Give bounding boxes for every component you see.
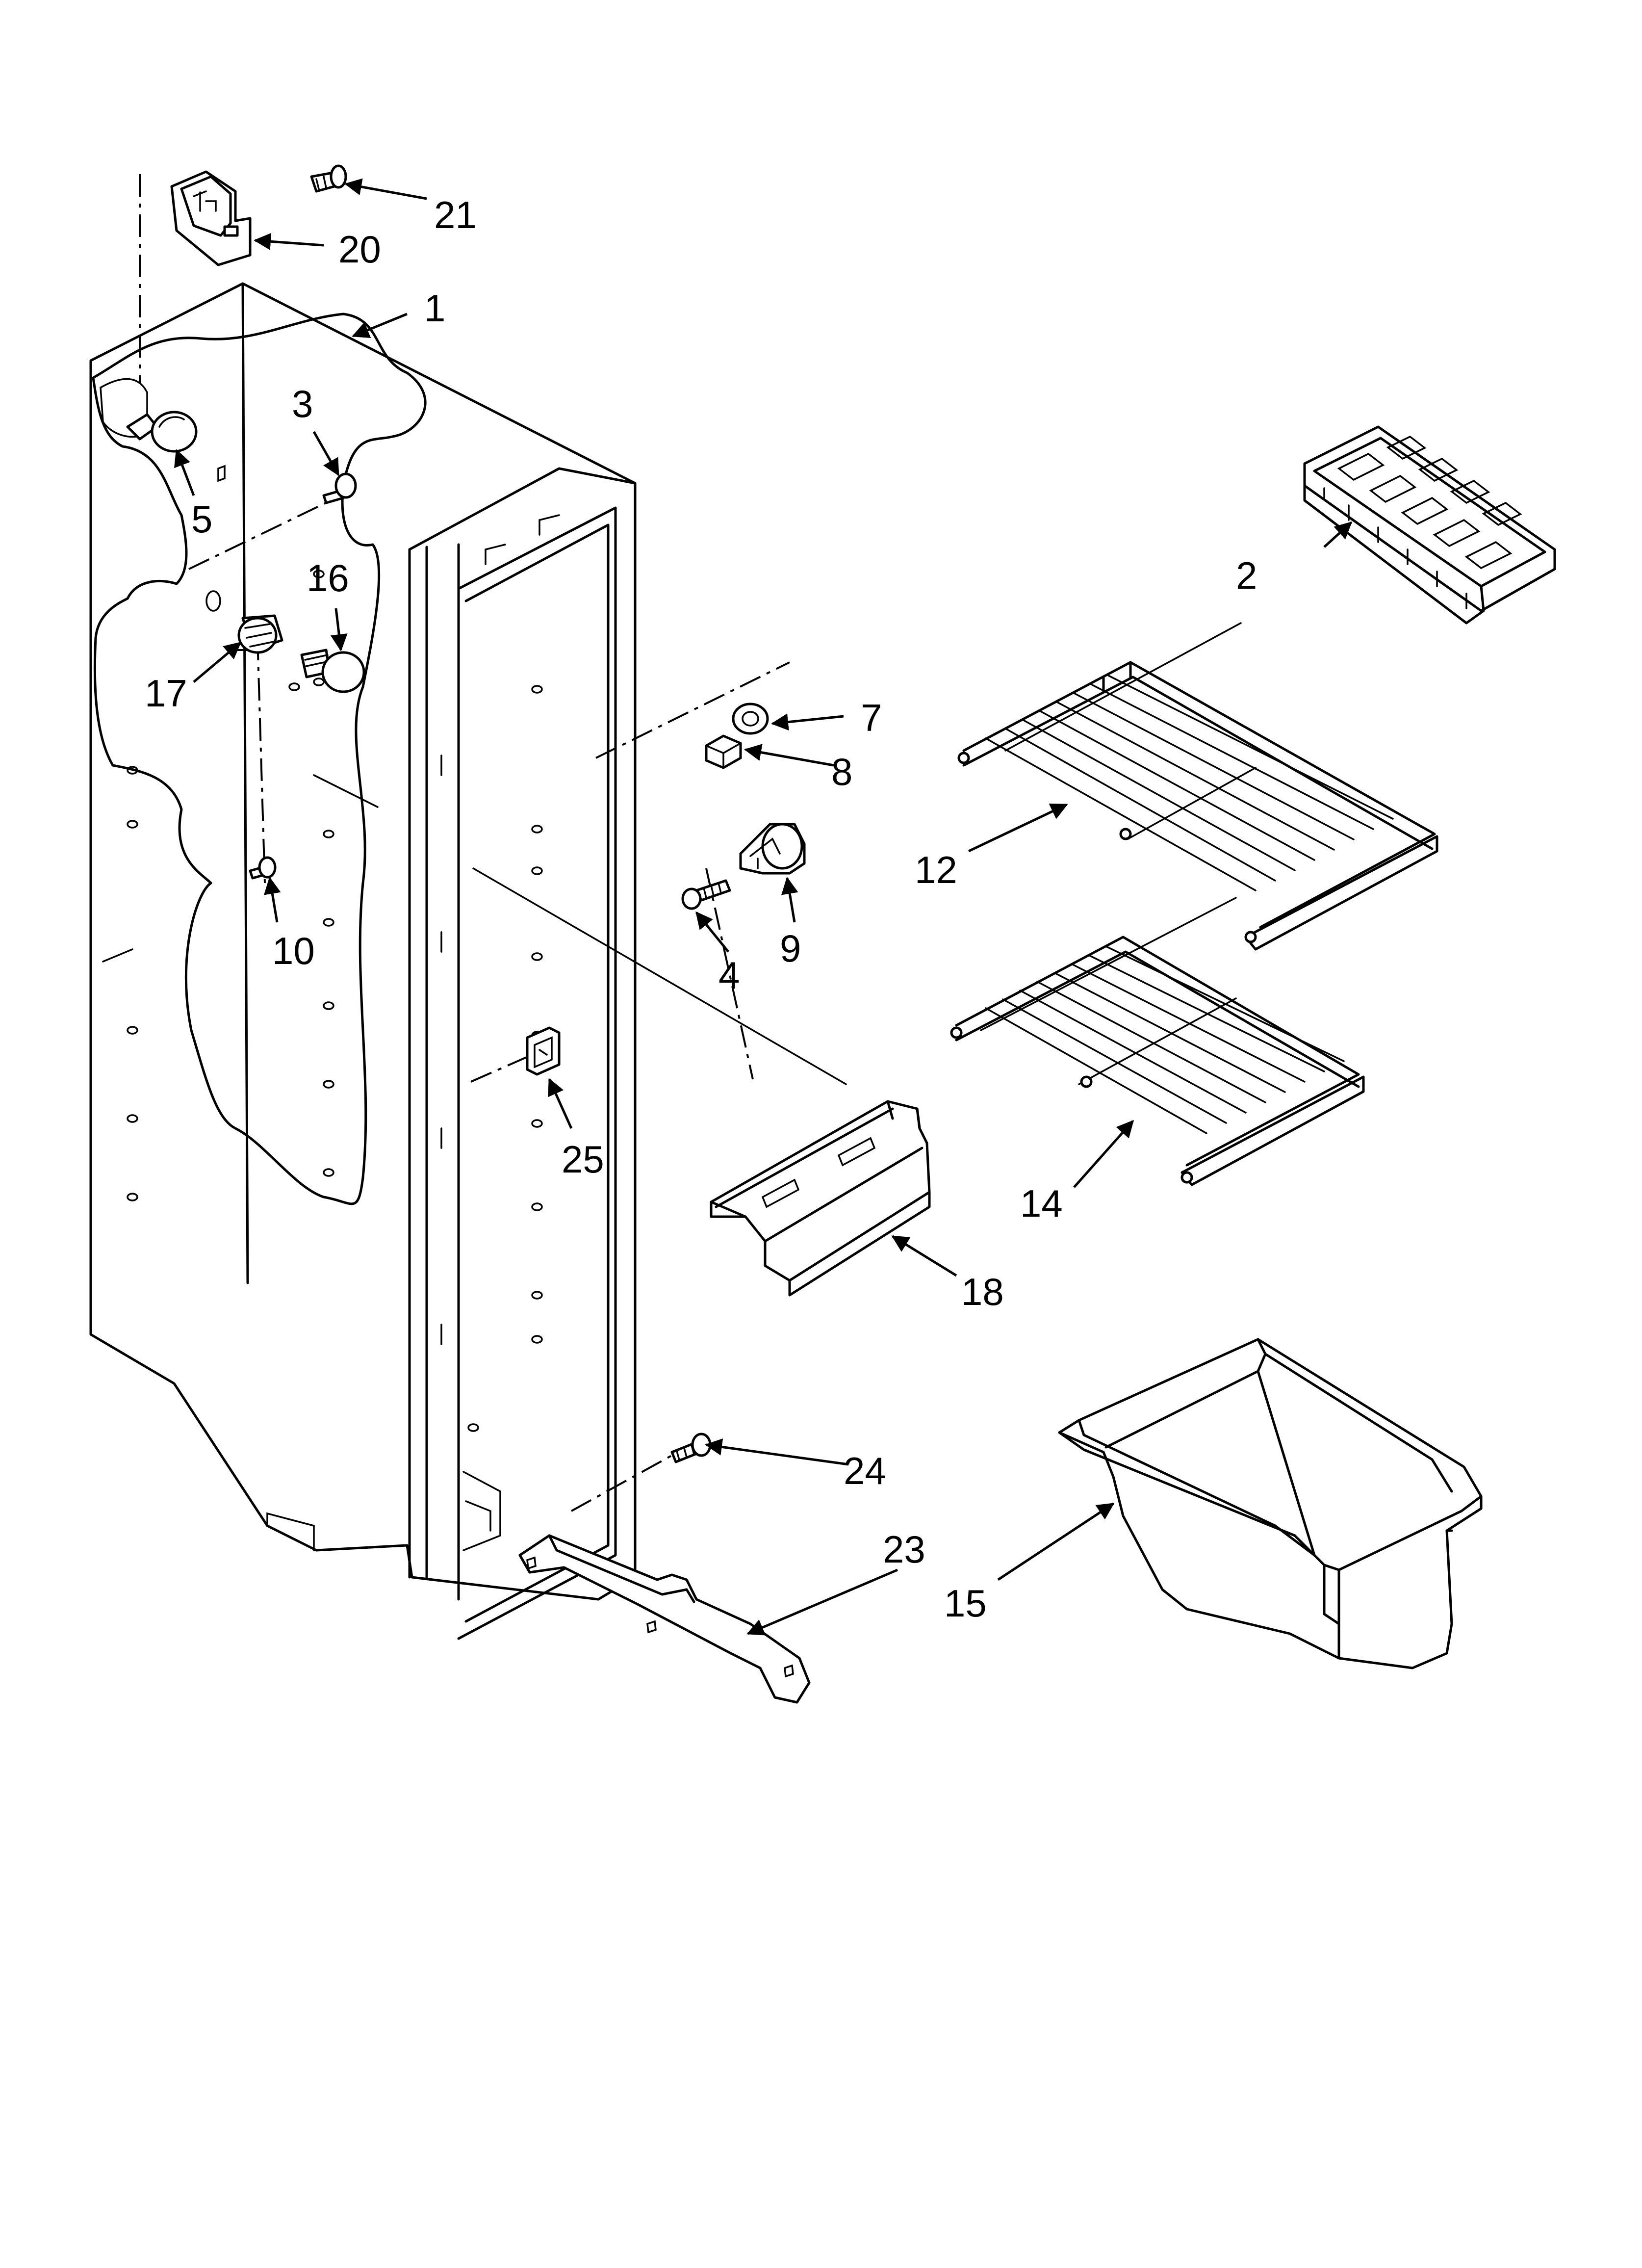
callout-20: 20 bbox=[338, 228, 381, 271]
freezer-liner-part bbox=[89, 282, 637, 1640]
leader-arrows bbox=[174, 178, 1353, 1636]
screw-part-4 bbox=[681, 879, 731, 910]
callout-3: 3 bbox=[292, 382, 313, 425]
callout-12: 12 bbox=[915, 848, 957, 891]
callout-21: 21 bbox=[434, 193, 477, 236]
screw-part-3 bbox=[322, 472, 357, 504]
callout-5: 5 bbox=[191, 497, 212, 541]
screw-part-10 bbox=[249, 856, 277, 880]
leader-dashed-lines bbox=[139, 174, 847, 1512]
callout-8: 8 bbox=[831, 750, 852, 793]
callout-9: 9 bbox=[780, 927, 801, 970]
plug-part-5 bbox=[126, 411, 198, 453]
cover-part-18 bbox=[710, 1100, 931, 1297]
callout-18: 18 bbox=[961, 1270, 1004, 1313]
callout-14: 14 bbox=[1020, 1182, 1063, 1225]
callout-23: 23 bbox=[883, 1528, 925, 1571]
callout-17: 17 bbox=[145, 672, 187, 715]
callout-7: 7 bbox=[861, 696, 882, 739]
nut-part-8 bbox=[705, 734, 742, 769]
bracket-part-9 bbox=[739, 823, 806, 875]
callout-4: 4 bbox=[718, 954, 740, 997]
callout-labels: 21 20 1 3 5 16 17 2 7 8 12 10 4 9 25 14 … bbox=[145, 193, 1257, 1625]
storage-bin-part-15 bbox=[1058, 1338, 1483, 1669]
callout-2: 2 bbox=[1236, 554, 1257, 597]
floor-bracket-part-23 bbox=[518, 1534, 811, 1704]
callout-10: 10 bbox=[272, 929, 315, 972]
screw-part-24 bbox=[670, 1433, 712, 1463]
callout-16: 16 bbox=[307, 556, 349, 600]
callout-1: 1 bbox=[424, 287, 445, 330]
spacer-part-7 bbox=[732, 703, 769, 735]
ice-tray-part-2 bbox=[1303, 425, 1556, 625]
callout-25: 25 bbox=[562, 1138, 604, 1181]
bulb-part-16 bbox=[300, 649, 365, 693]
wire-shelf-part-14 bbox=[950, 897, 1365, 1186]
switch-part-25 bbox=[526, 1026, 561, 1076]
callout-24: 24 bbox=[844, 1449, 886, 1492]
liner-holes bbox=[127, 570, 543, 1432]
lamp-socket-part-17 bbox=[237, 614, 283, 654]
callout-15: 15 bbox=[944, 1582, 987, 1625]
screw-part-21 bbox=[310, 164, 347, 193]
wire-shelf-part-12 bbox=[957, 622, 1438, 951]
light-housing-part bbox=[170, 170, 252, 266]
